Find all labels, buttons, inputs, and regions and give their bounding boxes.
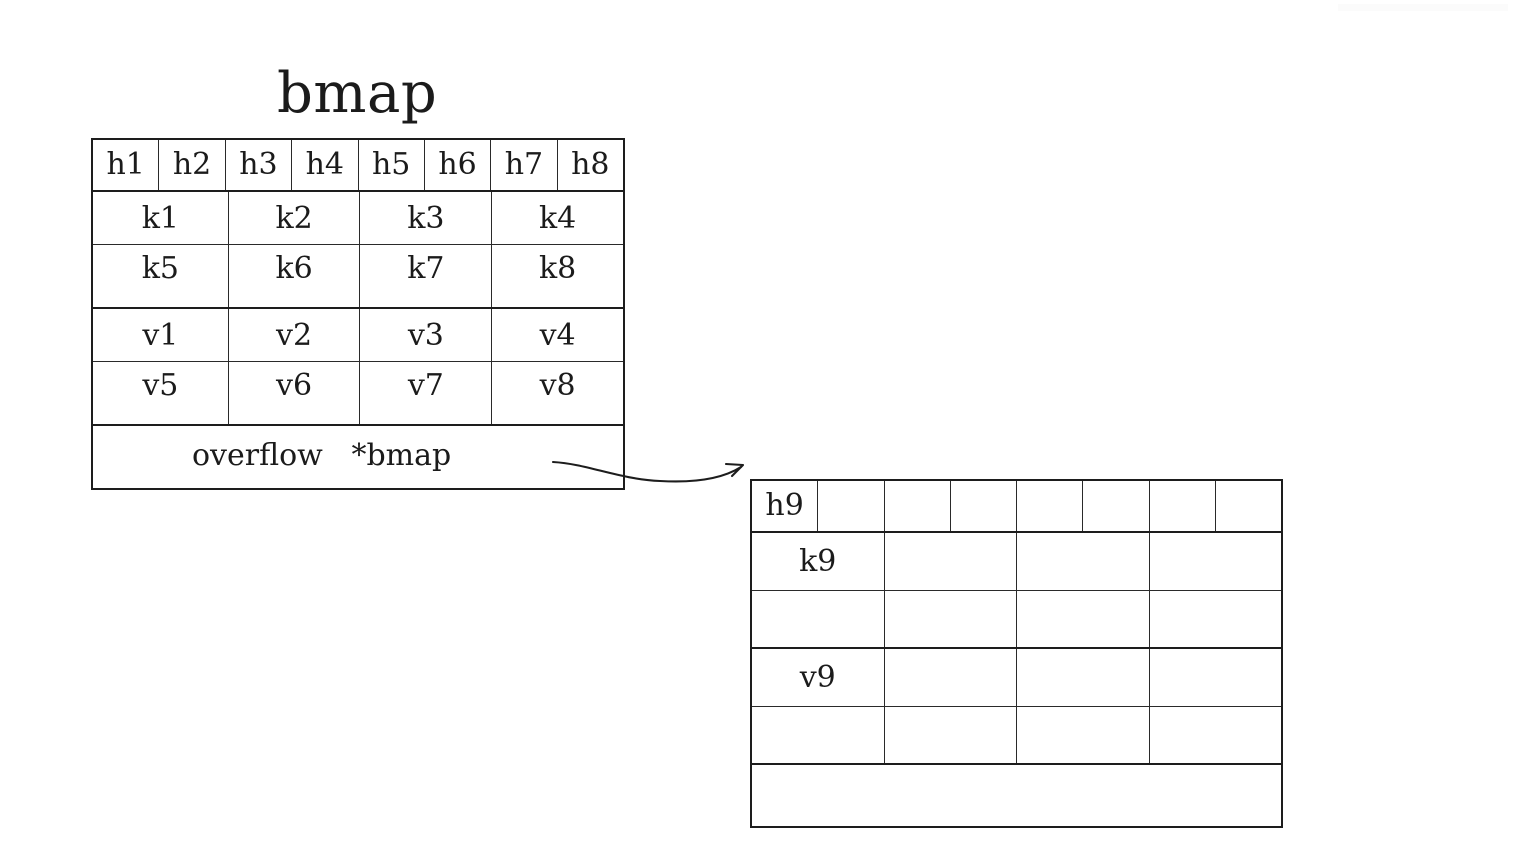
key-cell: k9 (752, 533, 885, 590)
tophash-cell (818, 481, 885, 531)
tophash-cell: h1 (93, 140, 160, 190)
tophash-cell: h7 (491, 140, 558, 190)
value-cell: v3 (360, 309, 493, 361)
value-cell: v8 (539, 368, 576, 403)
tophash-cell (885, 481, 951, 531)
key-cell: k7 (360, 245, 493, 307)
key-cell (1017, 533, 1150, 590)
value-cell: v2 (229, 309, 361, 361)
key-cell: k3 (360, 192, 493, 244)
value-cell: v5 (93, 362, 229, 424)
overflow-label: overflow *bmap (192, 437, 452, 473)
value-cell (752, 707, 885, 763)
value-cell: v1 (93, 309, 229, 361)
tophash-cell: h8 (571, 146, 610, 182)
value-cell: v7 (360, 362, 493, 424)
value-row: v9 (752, 649, 1281, 707)
key-cell: k4 (538, 200, 577, 236)
overflow-bucket-table: h9 k9 v9 (750, 479, 1283, 828)
key-row: k5 k6 k7 k8 (93, 245, 623, 309)
tophash-cell: h3 (226, 140, 293, 190)
tophash-cell: h5 (359, 140, 425, 190)
key-row (752, 591, 1281, 649)
page-title: bmap (277, 61, 438, 126)
tophash-cell: h6 (425, 140, 492, 190)
value-cell: v9 (752, 649, 885, 706)
tophash-cell: h4 (292, 140, 359, 190)
tophash-cell: h2 (159, 140, 226, 190)
primary-bucket-table: h1 h2 h3 h4 h5 h6 h7 h8 k1 k2 k3 k4 k5 k… (91, 138, 625, 490)
value-cell (885, 707, 1017, 763)
tophash-cell (1017, 481, 1084, 531)
overflow-row: overflow *bmap (93, 426, 623, 484)
tophash-cell: h9 (752, 481, 819, 531)
tophash-cell (951, 481, 1017, 531)
key-cell (885, 533, 1017, 590)
key-cell (1017, 591, 1150, 647)
tophash-row: h1 h2 h3 h4 h5 h6 h7 h8 (93, 140, 623, 192)
capture-artifact (1338, 4, 1508, 11)
value-cell (885, 649, 1017, 706)
value-row (752, 707, 1281, 765)
overflow-row (752, 765, 1281, 823)
key-cell: k8 (538, 251, 577, 286)
key-row: k1 k2 k3 k4 (93, 192, 623, 245)
value-cell (1017, 707, 1150, 763)
tophash-cell (1216, 481, 1281, 531)
key-cell: k2 (229, 192, 361, 244)
tophash-cell (1150, 481, 1216, 531)
value-row: v1 v2 v3 v4 (93, 309, 623, 362)
key-cell: k1 (93, 192, 229, 244)
value-row: v5 v6 v7 v8 (93, 362, 623, 426)
tophash-cell (1083, 481, 1150, 531)
value-cell (1017, 649, 1150, 706)
key-row: k9 (752, 533, 1281, 591)
value-cell: v4 (539, 317, 576, 353)
value-cell: v6 (229, 362, 361, 424)
key-cell: k6 (229, 245, 361, 307)
key-cell (1150, 533, 1282, 590)
key-cell: k5 (93, 245, 229, 307)
value-cell (1150, 707, 1282, 763)
key-cell (885, 591, 1017, 647)
key-cell (1150, 591, 1282, 647)
value-cell (1150, 649, 1282, 706)
tophash-row: h9 (752, 481, 1281, 533)
key-cell (752, 591, 885, 647)
